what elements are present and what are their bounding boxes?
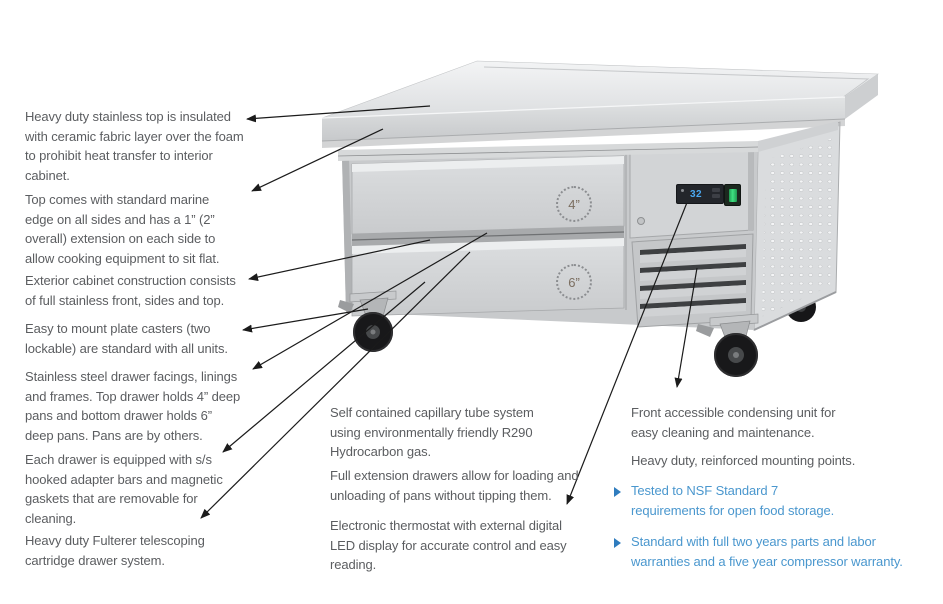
note-capillary-system: Self contained capillary tube system usi… <box>330 405 534 459</box>
cabinet-side-panel <box>753 121 841 331</box>
lcd-status-led-icon <box>681 189 684 192</box>
note-fulterer-system: Heavy duty Fulterer telescoping cartridg… <box>25 533 205 568</box>
note-exterior-cabinet: Exterior cabinet construction consists o… <box>25 273 236 308</box>
temperature-value: 32 <box>690 188 703 200</box>
note-condensing-unit: Front accessible condensing unit for eas… <box>631 405 836 440</box>
bottom-drawer <box>351 237 625 317</box>
louver-vent-icon <box>631 233 754 328</box>
power-switch-icon <box>724 184 741 206</box>
front-left-caster-wheel-icon <box>338 290 397 352</box>
note-drawer-gaskets: Each drawer is equipped with s/s hooked … <box>25 452 223 526</box>
arrow-drawer-gaskets <box>222 281 426 453</box>
bullet-arrow-icon <box>614 538 621 548</box>
arrow-fulterer-slides <box>200 251 471 519</box>
arrow-thermostat <box>566 199 689 505</box>
arrow-marine-edge <box>251 128 384 192</box>
arrow-top-insulation <box>246 105 431 123</box>
arrow-condensing-unit <box>674 267 698 388</box>
bullet-arrow-icon <box>614 487 621 497</box>
arrow-casters <box>242 308 369 333</box>
note-thermostat: Electronic thermostat with external digi… <box>330 518 567 572</box>
temperature-lcd-display: 32 <box>676 184 724 204</box>
bottom-drawer-size-text: 6” <box>568 274 580 290</box>
note-nsf-standard: Tested to NSF Standard 7 requirements fo… <box>631 483 835 518</box>
note-plate-casters: Easy to mount plate casters (two lockabl… <box>25 321 228 356</box>
arrow-drawer-facings <box>252 232 488 370</box>
front-right-caster-wheel-icon <box>696 313 759 377</box>
door-lock-icon <box>637 217 645 225</box>
bottom-drawer-size-label: 6” <box>556 264 592 300</box>
annotation-arrows <box>200 105 698 519</box>
stainless-countertop <box>321 60 879 142</box>
top-drawer-size-text: 4” <box>568 196 580 212</box>
top-drawer-size-label: 4” <box>556 186 592 222</box>
note-marine-edge: Top comes with standard marine edge on a… <box>25 192 220 266</box>
note-full-extension: Full extension drawers allow for loading… <box>330 468 579 503</box>
note-top-insulation: Heavy duty stainless top is insulated wi… <box>25 109 244 183</box>
perforated-panel-icon <box>762 138 833 317</box>
note-drawer-facings: Stainless steel drawer facings, linings … <box>25 369 241 443</box>
top-gasket-rail <box>322 119 845 161</box>
lcd-buttons-icon <box>712 188 720 198</box>
arrow-exterior-cabinet <box>248 239 431 282</box>
note-warranty: Standard with full two years parts and l… <box>631 534 903 569</box>
note-mounting-points: Heavy duty, reinforced mounting points. <box>631 453 856 468</box>
